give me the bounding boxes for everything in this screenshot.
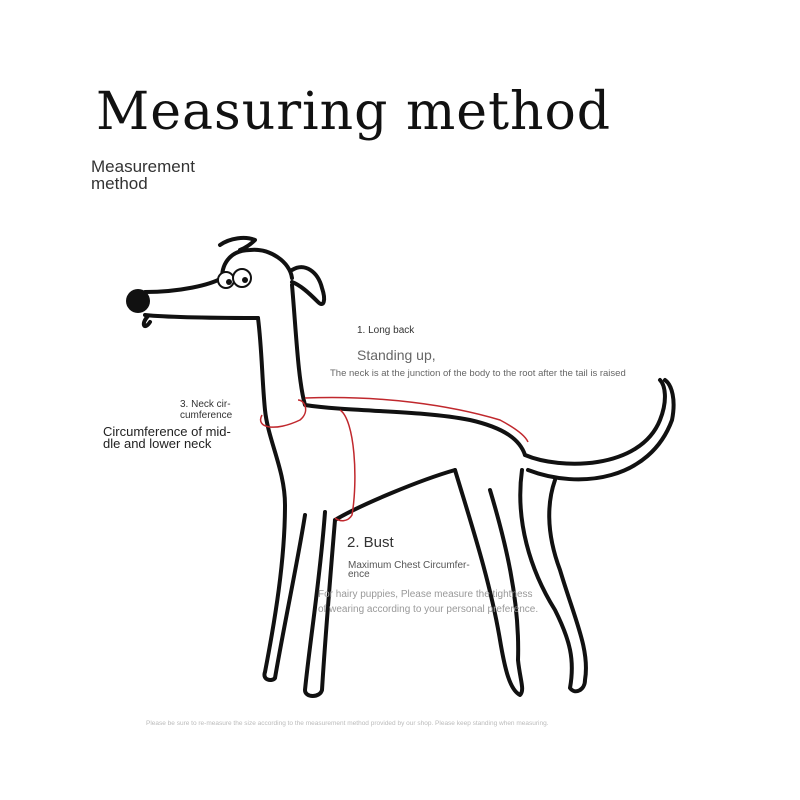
neck-desc-line-2: dle and lower neck — [103, 436, 212, 451]
bust-description: Maximum Chest Circumfer- ence — [348, 560, 470, 580]
hairy-note-line-2: of wearing according to your personal pr… — [318, 604, 539, 615]
dog-ear — [290, 265, 327, 307]
neck-desc-line-1: Circumference of mid- — [103, 424, 231, 439]
long-back-label: 1. Long back — [357, 325, 415, 336]
dog-head-outline — [143, 247, 294, 294]
bust-label: 2. Bust — [347, 534, 394, 551]
neck-label-line-1: 3. Neck cir- — [180, 399, 231, 410]
standing-up-label: Standing up, — [357, 347, 436, 363]
hairy-note-line-1: For hairy puppies, Please measure the ti… — [318, 589, 533, 600]
hairy-puppies-note: For hairy puppies, Please measure the ti… — [318, 587, 538, 617]
dog-eye-right — [232, 268, 252, 288]
neck-measure-line — [259, 399, 307, 428]
neck-label-line-2: cumference — [180, 410, 233, 421]
subtitle: Measurement method — [91, 157, 195, 193]
bust-measure-line — [334, 409, 356, 522]
footer-note: Please be sure to re-measure the size ac… — [146, 720, 549, 727]
back-measure-line — [304, 396, 529, 443]
dog-back-neck — [290, 283, 527, 457]
long-back-description: The neck is at the junction of the body … — [330, 368, 626, 379]
dog-jaw — [143, 313, 260, 320]
dog-front-leg-right — [303, 510, 337, 698]
dog-face — [126, 268, 252, 313]
page-title: Measuring method — [96, 82, 612, 142]
dog-belly — [333, 468, 457, 522]
dog-nose — [126, 289, 150, 313]
dog-tail — [523, 378, 676, 482]
dog-ear-tip — [218, 235, 257, 252]
dog-hind-leg-right — [518, 468, 588, 694]
bust-desc-line-2: ence — [348, 569, 370, 580]
dog-eye-left — [217, 271, 235, 289]
bust-desc-line-1: Maximum Chest Circumfer- — [348, 560, 470, 571]
dog-front-neck-chest — [256, 316, 307, 682]
dog-hind-leg-left — [453, 468, 525, 697]
neck-circumference-label: 3. Neck cir- cumference — [180, 399, 232, 421]
dog-neck-front — [141, 314, 152, 328]
neck-description: Circumference of mid- dle and lower neck — [103, 424, 231, 451]
